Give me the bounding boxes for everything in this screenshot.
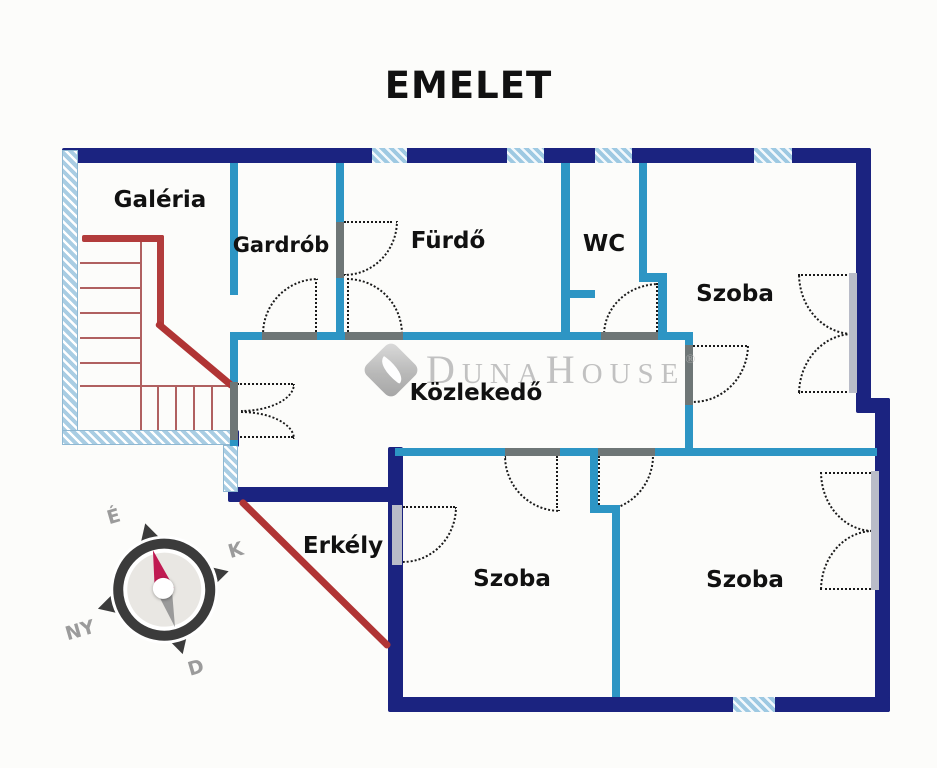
double-door-arc-lower xyxy=(241,411,295,439)
watermark-letters: OUSE xyxy=(581,358,686,390)
balcony-door-jamb xyxy=(392,505,402,565)
room-label-szoba-top-right: Szoba xyxy=(696,281,774,307)
french-arc-tr-upper xyxy=(798,274,853,335)
window-top-3 xyxy=(595,148,632,163)
page-title: EMELET xyxy=(384,64,553,107)
wall-bottom-divider-lower xyxy=(612,505,620,697)
registered-mark: ® xyxy=(685,351,696,366)
watermark-letter: D xyxy=(426,347,462,392)
logo-swoosh-icon xyxy=(376,355,408,384)
compass-label-east: K xyxy=(225,537,246,564)
door-arc-erkely xyxy=(403,507,457,563)
room-label-szoba-bottom-right: Szoba xyxy=(706,567,784,593)
stairs-landing-line xyxy=(80,385,233,387)
window-bottom xyxy=(733,697,775,712)
room-label-erkely: Erkély xyxy=(302,533,384,559)
french-arc-br-lower xyxy=(820,530,873,590)
wall-wc-right-upper xyxy=(639,163,647,275)
threshold-hall-stairs xyxy=(230,382,238,440)
threshold-hall-szoba-right xyxy=(685,345,693,405)
compass-label-west: NY xyxy=(62,615,98,646)
watermark: DUNAHOUSE® xyxy=(361,339,695,400)
threshold-gardrob-furdo xyxy=(336,222,344,278)
stairs-rail-top xyxy=(82,235,164,242)
stairs-tread xyxy=(80,362,142,364)
stairs-rail-right xyxy=(157,235,164,327)
wall-hatched-stub xyxy=(223,445,238,492)
threshold-szoba-bl xyxy=(505,448,560,456)
wall-hall-left-lower xyxy=(230,436,238,446)
door-arc-szoba-tr xyxy=(693,345,749,403)
wall-right-upper xyxy=(856,148,871,405)
double-door-arc-upper xyxy=(241,384,295,412)
compass-rose-icon: É K D NY xyxy=(52,478,275,701)
wall-gardrob-furdo-top xyxy=(336,163,344,222)
stairs-riser xyxy=(175,387,177,430)
wall-wc-right-jog xyxy=(639,273,667,282)
wall-wc-right-lower xyxy=(658,273,667,340)
french-arc-br-upper xyxy=(820,472,873,532)
stairs-rail-diagonal xyxy=(154,320,236,390)
room-label-furdo: Fürdő xyxy=(410,228,486,254)
threshold-szoba-br xyxy=(598,448,655,456)
compass-label-south: D xyxy=(185,655,207,681)
wall-bottom xyxy=(390,697,890,712)
wall-gardrob-furdo-bottom xyxy=(336,278,344,333)
wall-hatched-left xyxy=(62,150,78,443)
stairs-riser xyxy=(193,387,195,430)
wall-hatched-galeria-bottom xyxy=(62,430,235,445)
door-arc-szoba-bl xyxy=(504,456,560,512)
compass-label-north: É xyxy=(104,504,123,530)
door-arc-gardrob-furdo xyxy=(344,221,398,276)
wall-hall-right-lower xyxy=(685,405,693,456)
watermark-letters: UNA xyxy=(461,358,546,390)
room-label-galeria: Galéria xyxy=(113,187,207,213)
room-label-kozlekedo: Közlekedő xyxy=(409,380,543,406)
door-arc-hall-gardrob xyxy=(262,278,318,334)
wall-top xyxy=(62,148,871,163)
stairs-tread xyxy=(80,287,142,289)
wall-bottom-divider-upper xyxy=(590,456,598,511)
wall-balcony-top xyxy=(228,487,403,502)
watermark-text: DUNAHOUSE® xyxy=(426,346,695,393)
door-arc-hall-furdo xyxy=(347,278,403,334)
room-label-wc: WC xyxy=(582,231,626,257)
wall-hall-top xyxy=(230,332,693,340)
door-arc-szoba-br xyxy=(598,456,654,512)
door-arc-wc xyxy=(603,283,659,335)
window-top-2 xyxy=(507,148,544,163)
threshold-hall-wc xyxy=(601,332,658,340)
window-top-1 xyxy=(372,148,407,163)
wall-hall-right-upper xyxy=(685,332,693,345)
french-door-jamb-top-right xyxy=(849,273,857,393)
stairs-tread xyxy=(80,337,142,339)
threshold-hall-furdo xyxy=(345,332,403,340)
stairs-tread xyxy=(80,312,142,314)
room-label-gardrob: Gardrób xyxy=(232,233,330,257)
wall-furdo-wc xyxy=(561,163,570,340)
wall-galeria-divider xyxy=(230,163,238,295)
threshold-hall-gardrob xyxy=(262,332,317,340)
stairs-stringer xyxy=(140,237,142,430)
wall-hall-left-upper xyxy=(230,332,238,382)
stairs-tread xyxy=(80,262,142,264)
wall-bottom-divider-jog xyxy=(590,505,620,513)
stairs-riser xyxy=(211,387,213,430)
watermark-letter: H xyxy=(545,347,582,392)
french-door-jamb-bottom-right xyxy=(871,471,879,590)
window-top-4 xyxy=(754,148,792,163)
wall-wc-stub xyxy=(565,290,595,298)
room-label-szoba-bottom-left: Szoba xyxy=(473,566,551,592)
french-arc-tr-lower xyxy=(798,333,853,394)
stairs-riser xyxy=(157,387,159,430)
